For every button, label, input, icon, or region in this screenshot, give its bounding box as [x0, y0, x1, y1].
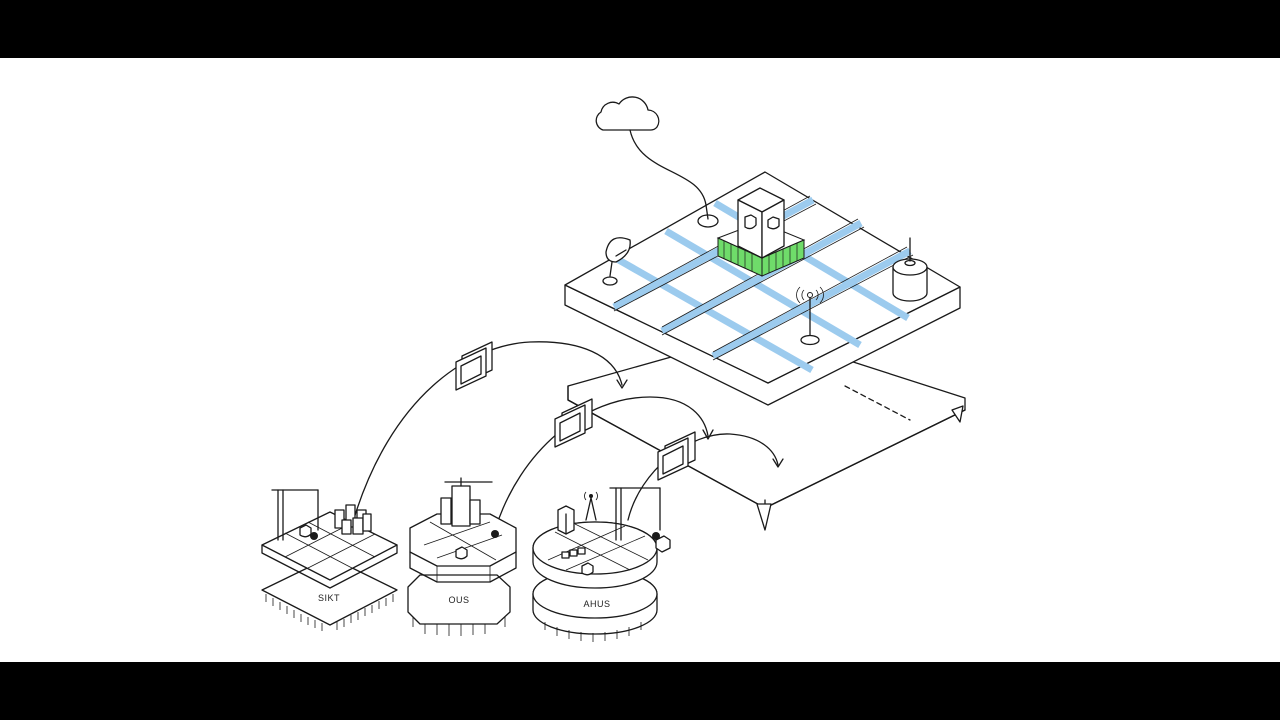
- node-sikt: SIKT: [261, 489, 398, 631]
- servers-icon: [561, 547, 586, 559]
- shield-tower-icon: [737, 187, 785, 259]
- node-label-ahus: AHUS: [583, 599, 610, 609]
- shield-icon: [455, 546, 468, 560]
- connector-dot: [491, 530, 499, 538]
- data-flows: [351, 341, 784, 531]
- cylinder-tank-icon: [892, 237, 928, 302]
- cloud-icon: [595, 96, 719, 228]
- document-icon-1: [455, 341, 493, 391]
- crane-icon: [271, 489, 319, 541]
- satellite-dish-icon: [602, 237, 631, 286]
- node-ahus: AHUS: [532, 487, 671, 642]
- buildings-icon: [334, 504, 372, 535]
- flow-ous: [494, 396, 709, 531]
- antenna-icon: [796, 286, 824, 346]
- document-icon-3: [657, 431, 696, 481]
- shield-icon: [299, 524, 312, 538]
- connector-dot: [652, 532, 660, 540]
- connector-dot: [310, 532, 318, 540]
- antenna-icon: [584, 491, 598, 521]
- crane-icon: [609, 487, 661, 541]
- secure-zone: [716, 187, 806, 277]
- isometric-diagram: SIKT: [261, 96, 966, 642]
- diagram-canvas: SIKT: [0, 58, 1280, 662]
- shield-icon: [581, 562, 594, 576]
- buildings-icon: [440, 477, 493, 527]
- document-icon-2: [554, 398, 593, 448]
- central-platform: [564, 96, 966, 531]
- node-label-ous: OUS: [448, 595, 469, 605]
- node-label-sikt: SIKT: [318, 593, 340, 603]
- robot-icon: [655, 535, 671, 553]
- flow-sikt: [351, 341, 623, 526]
- building-icon: [557, 505, 575, 535]
- node-ous: OUS: [407, 477, 517, 636]
- flow-ahus: [627, 433, 779, 521]
